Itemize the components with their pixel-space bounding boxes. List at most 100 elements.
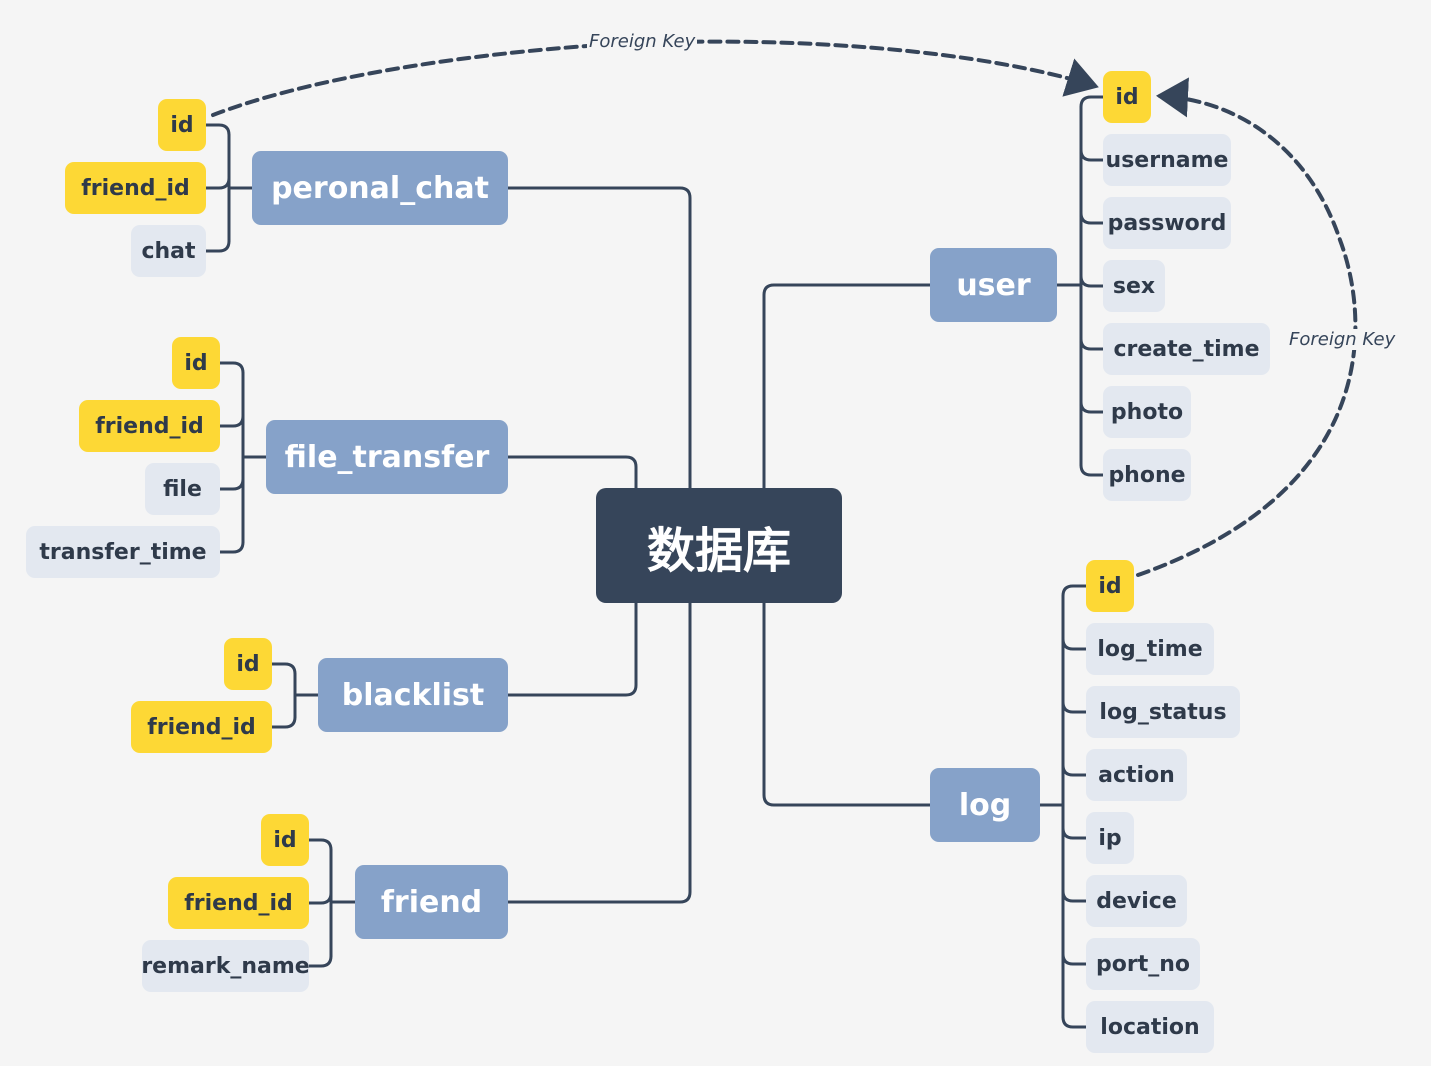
field-tick: [1061, 826, 1088, 840]
field-log-port-no-label: port_no: [1095, 951, 1190, 977]
field-blacklist-friend-id[interactable]: friend_id: [131, 701, 272, 753]
field-tick: [307, 891, 333, 905]
field-blacklist-id[interactable]: id: [224, 638, 272, 690]
table-node-blacklist[interactable]: blacklist: [318, 658, 508, 732]
table-node-file_transfer[interactable]: file_transfer: [266, 420, 508, 494]
field-tick: [1061, 763, 1088, 777]
field-peronal_chat-chat[interactable]: chat: [131, 225, 206, 277]
field-log-log-status[interactable]: log_status: [1086, 686, 1240, 738]
field-file_transfer-file[interactable]: file: [145, 463, 220, 515]
field-tick: [270, 715, 297, 729]
field-tick: [218, 361, 245, 375]
field-user-password-label: password: [1107, 210, 1227, 236]
branch-line-friend: [506, 601, 692, 904]
table-node-blacklist-label: blacklist: [341, 677, 485, 713]
field-file_transfer-friend-id-label: friend_id: [95, 413, 204, 439]
field-tick: [1079, 95, 1105, 109]
table-node-friend-label: friend: [380, 884, 483, 920]
branch-line-user: [762, 283, 932, 490]
field-user-sex[interactable]: sex: [1103, 260, 1165, 312]
field-peronal_chat-id-label: id: [170, 112, 194, 138]
field-file_transfer-id-label: id: [184, 350, 208, 376]
field-log-id[interactable]: id: [1086, 560, 1134, 612]
field-friend-friend-id-label: friend_id: [184, 890, 293, 916]
field-tick: [1079, 148, 1105, 162]
field-file_transfer-transfer-time-label: transfer_time: [39, 539, 207, 565]
field-tick: [204, 123, 231, 137]
field-tick: [204, 239, 231, 253]
field-peronal_chat-chat-label: chat: [141, 238, 196, 264]
field-tick: [1061, 584, 1088, 598]
field-tick: [1061, 700, 1088, 714]
table-node-user[interactable]: user: [930, 248, 1057, 322]
field-log-ip[interactable]: ip: [1086, 812, 1134, 864]
field-user-username[interactable]: username: [1103, 134, 1231, 186]
field-log-log-time[interactable]: log_time: [1086, 623, 1214, 675]
field-user-photo[interactable]: photo: [1103, 386, 1191, 438]
field-friend-friend-id[interactable]: friend_id: [168, 877, 309, 929]
field-tick: [1079, 337, 1105, 351]
field-peronal_chat-friend-id-label: friend_id: [81, 175, 190, 201]
table-node-user-label: user: [956, 267, 1031, 303]
field-log-location[interactable]: location: [1086, 1001, 1214, 1053]
field-tick: [1079, 463, 1105, 477]
field-tick: [1061, 952, 1088, 966]
field-user-phone-label: phone: [1108, 462, 1186, 488]
field-user-create-time[interactable]: create_time: [1103, 323, 1270, 375]
branch-line-file_transfer: [506, 455, 638, 490]
field-log-log-time-label: log_time: [1097, 636, 1203, 662]
field-file_transfer-transfer-time[interactable]: transfer_time: [26, 526, 220, 578]
field-tick: [218, 540, 245, 554]
field-tick: [307, 838, 333, 852]
root-node[interactable]: 数据库: [596, 488, 842, 603]
field-peronal_chat-id[interactable]: id: [158, 99, 206, 151]
foreign-key-arrow: [1136, 77, 1358, 577]
field-tick: [1061, 889, 1088, 903]
field-tick: [218, 414, 245, 428]
field-file_transfer-file-label: file: [163, 476, 202, 502]
table-node-friend[interactable]: friend: [355, 865, 508, 939]
field-log-action[interactable]: action: [1086, 749, 1187, 801]
table-node-log-label: log: [958, 787, 1012, 823]
field-file_transfer-id[interactable]: id: [172, 337, 220, 389]
branch-line-blacklist: [506, 601, 638, 697]
field-friend-id-label: id: [273, 827, 297, 853]
field-user-id-label: id: [1115, 84, 1139, 110]
table-node-file_transfer-label: file_transfer: [284, 439, 490, 475]
field-user-phone[interactable]: phone: [1103, 449, 1191, 501]
field-log-device-label: device: [1096, 888, 1177, 914]
field-log-location-label: location: [1100, 1014, 1200, 1040]
field-friend-remark-name[interactable]: remark_name: [141, 940, 310, 992]
field-user-id[interactable]: id: [1103, 71, 1151, 123]
field-tick: [218, 477, 245, 491]
field-log-action-label: action: [1098, 762, 1175, 788]
field-tick: [1079, 211, 1105, 225]
field-friend-remark-name-label: remark_name: [141, 953, 310, 979]
branch-line-peronal_chat: [506, 186, 692, 490]
field-tick: [270, 662, 297, 676]
foreign-key-arrow: [211, 39, 1099, 117]
field-tick: [204, 176, 231, 190]
field-tick: [1079, 274, 1105, 288]
table-node-log[interactable]: log: [930, 768, 1040, 842]
branch-line-log: [762, 601, 932, 807]
foreign-key-label: Foreign Key: [1287, 329, 1398, 350]
root-node-label: 数据库: [646, 522, 791, 579]
field-tick: [307, 954, 333, 968]
field-peronal_chat-friend-id[interactable]: friend_id: [65, 162, 206, 214]
field-blacklist-friend-id-label: friend_id: [147, 714, 256, 740]
field-file_transfer-friend-id[interactable]: friend_id: [79, 400, 220, 452]
field-log-port-no[interactable]: port_no: [1086, 938, 1200, 990]
field-log-log-status-label: log_status: [1099, 699, 1227, 725]
field-tick: [1061, 1015, 1088, 1029]
field-log-device[interactable]: device: [1086, 875, 1187, 927]
field-friend-id[interactable]: id: [261, 814, 309, 866]
field-user-create-time-label: create_time: [1113, 336, 1260, 362]
field-user-photo-label: photo: [1110, 399, 1184, 425]
field-user-username-label: username: [1105, 147, 1229, 173]
table-node-peronal_chat-label: peronal_chat: [271, 170, 489, 206]
table-node-peronal_chat[interactable]: peronal_chat: [252, 151, 508, 225]
field-user-password[interactable]: password: [1103, 197, 1231, 249]
